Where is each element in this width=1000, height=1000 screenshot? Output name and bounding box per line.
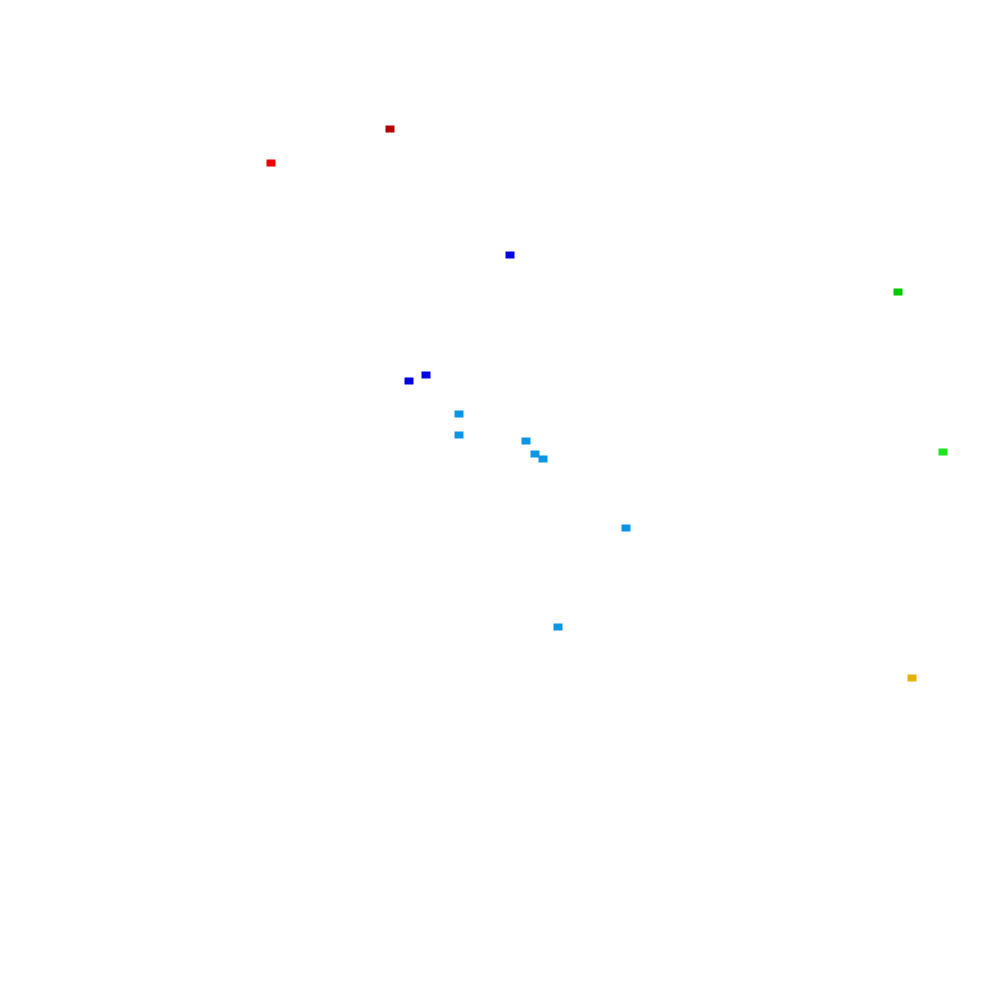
scatter-point — [454, 410, 464, 418]
scatter-point — [454, 431, 464, 439]
scatter-series — [404, 251, 515, 385]
scatter-point — [266, 159, 276, 167]
scatter-point — [907, 674, 917, 682]
scatter-series — [385, 125, 395, 133]
scatter-point — [621, 524, 631, 532]
scatter-series — [454, 410, 631, 631]
scatter-point — [530, 450, 540, 458]
scatter-point — [521, 437, 531, 445]
scatter-point — [385, 125, 395, 133]
scatter-point — [421, 371, 431, 379]
scatter-point — [938, 448, 948, 456]
scatter-point — [553, 623, 563, 631]
scatter-series — [266, 159, 276, 167]
scatter-point — [505, 251, 515, 259]
scatter-series — [893, 288, 903, 296]
scatter-series — [907, 674, 917, 682]
scatter-point — [404, 377, 414, 385]
scatter-series — [938, 448, 948, 456]
scatter-point — [538, 455, 548, 463]
scatter-point — [893, 288, 903, 296]
